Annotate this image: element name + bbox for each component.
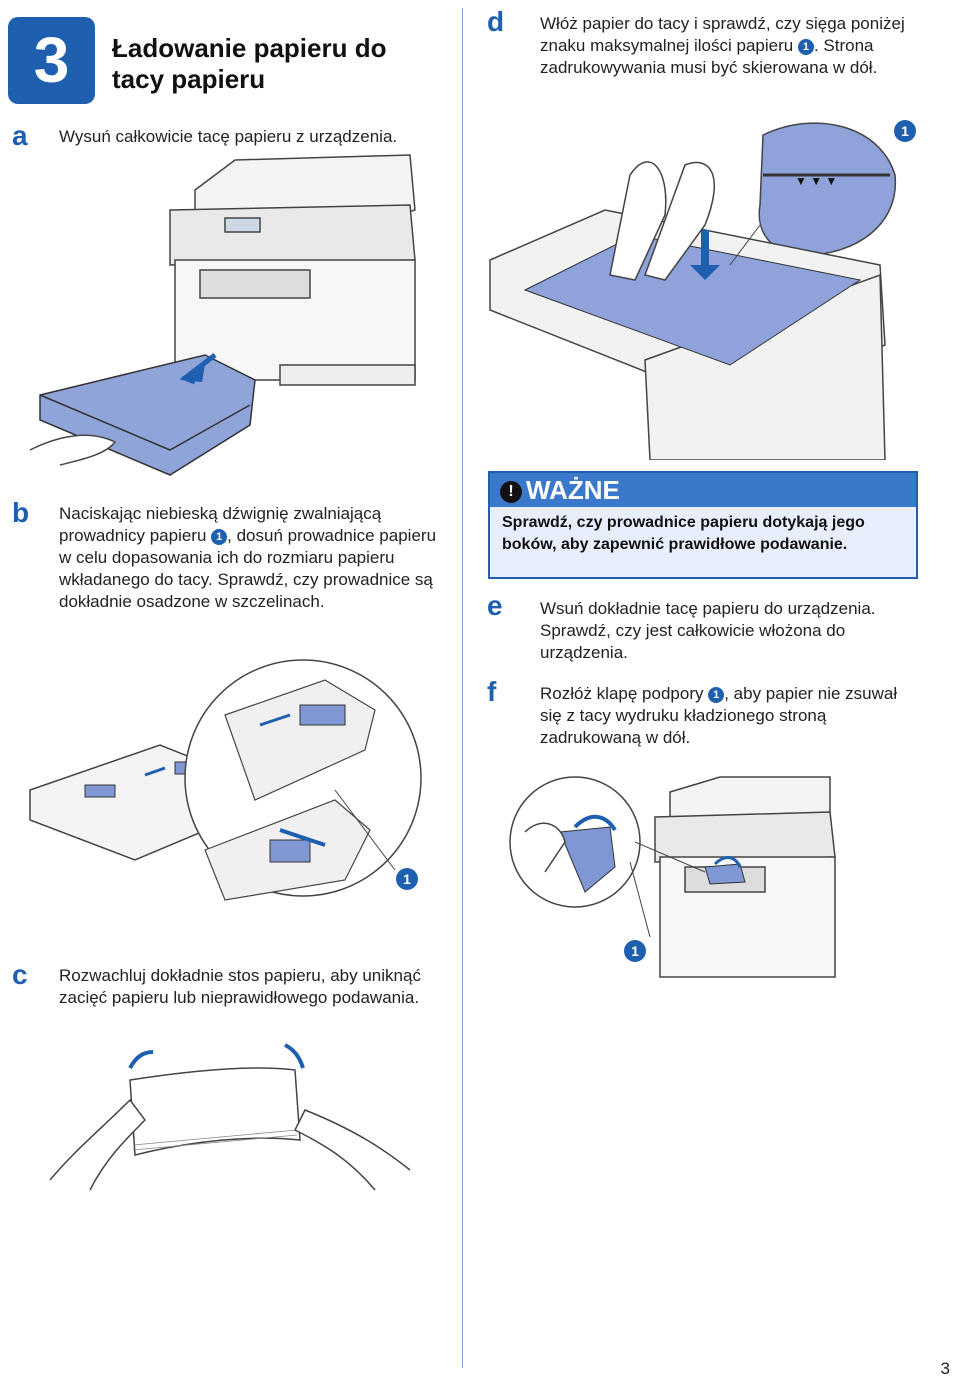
step-letter-d: d — [487, 6, 505, 37]
step-letter-b: b — [12, 497, 30, 528]
step-f-text-post: , aby papier nie zsuwał się z tacy wydru… — [540, 684, 898, 747]
step-letter-a: a — [12, 120, 28, 151]
load-paper-illustration: ▼ ▼ ▼ — [489, 122, 897, 460]
printer-tray-pull-illustration — [29, 154, 416, 476]
important-box: !WAŻNE Sprawdź, czy prowadnice papieru d… — [488, 471, 918, 579]
step-b-text: Naciskając niebieską dźwignię zwalniając… — [59, 503, 439, 613]
step-d-text-post: . Strona zadrukowywania musi być skierow… — [540, 36, 878, 77]
step-c-text: Rozwachluj dokładnie stos papieru, aby u… — [59, 966, 421, 1007]
support-flap-illustration — [509, 776, 836, 978]
step-letter-c: c — [12, 959, 28, 990]
page-title: Ładowanie papieru do tacy papieru — [112, 33, 387, 94]
step-d-text-pre: Włóż papier do tacy i sprawdź, czy sięga… — [540, 14, 905, 55]
callout-1-inline-d: 1 — [797, 39, 814, 55]
important-text: Sprawdź, czy prowadnice papieru dotykają… — [502, 514, 865, 553]
important-heading: WAŻNE — [526, 475, 620, 505]
page-number: 3 — [940, 1359, 950, 1378]
step-f-text: Rozłóż klapę podpory 1, aby papier nie z… — [540, 683, 920, 749]
step-b-text-post: , dosuń prowadnice papieru w celu dopaso… — [59, 526, 437, 611]
fan-paper-illustration — [49, 1043, 411, 1191]
warning-icon: ! — [500, 481, 522, 503]
step-letter-e: e — [487, 590, 503, 621]
step-a-text: Wysuń całkowicie tacę papieru z urządzen… — [59, 127, 398, 146]
callout-1-inline-f: 1 — [708, 687, 725, 703]
step-number-box: 3 — [8, 17, 95, 104]
step-f-text-pre: Rozłóż klapę podpory — [540, 684, 709, 703]
callout-1-flap: 1 — [624, 940, 646, 962]
callout-1-inline: 1 — [211, 529, 228, 545]
callout-1-max-mark: 1 — [894, 120, 916, 142]
step-d-text: Włóż papier do tacy i sprawdź, czy sięga… — [540, 13, 920, 79]
step-letter-f: f — [487, 676, 497, 707]
svg-text:▼ ▼ ▼: ▼ ▼ ▼ — [795, 174, 837, 188]
step-e-text: Wsuń dokładnie tacę papieru do urządzeni… — [540, 599, 876, 662]
column-divider — [462, 8, 463, 1368]
important-heading-bar: !WAŻNE — [490, 473, 916, 507]
callout-1-guides: 1 — [396, 868, 418, 890]
paper-guides-illustration — [29, 659, 422, 901]
step-b-text-pre: Naciskając niebieską dźwignię zwalniając… — [59, 504, 382, 545]
